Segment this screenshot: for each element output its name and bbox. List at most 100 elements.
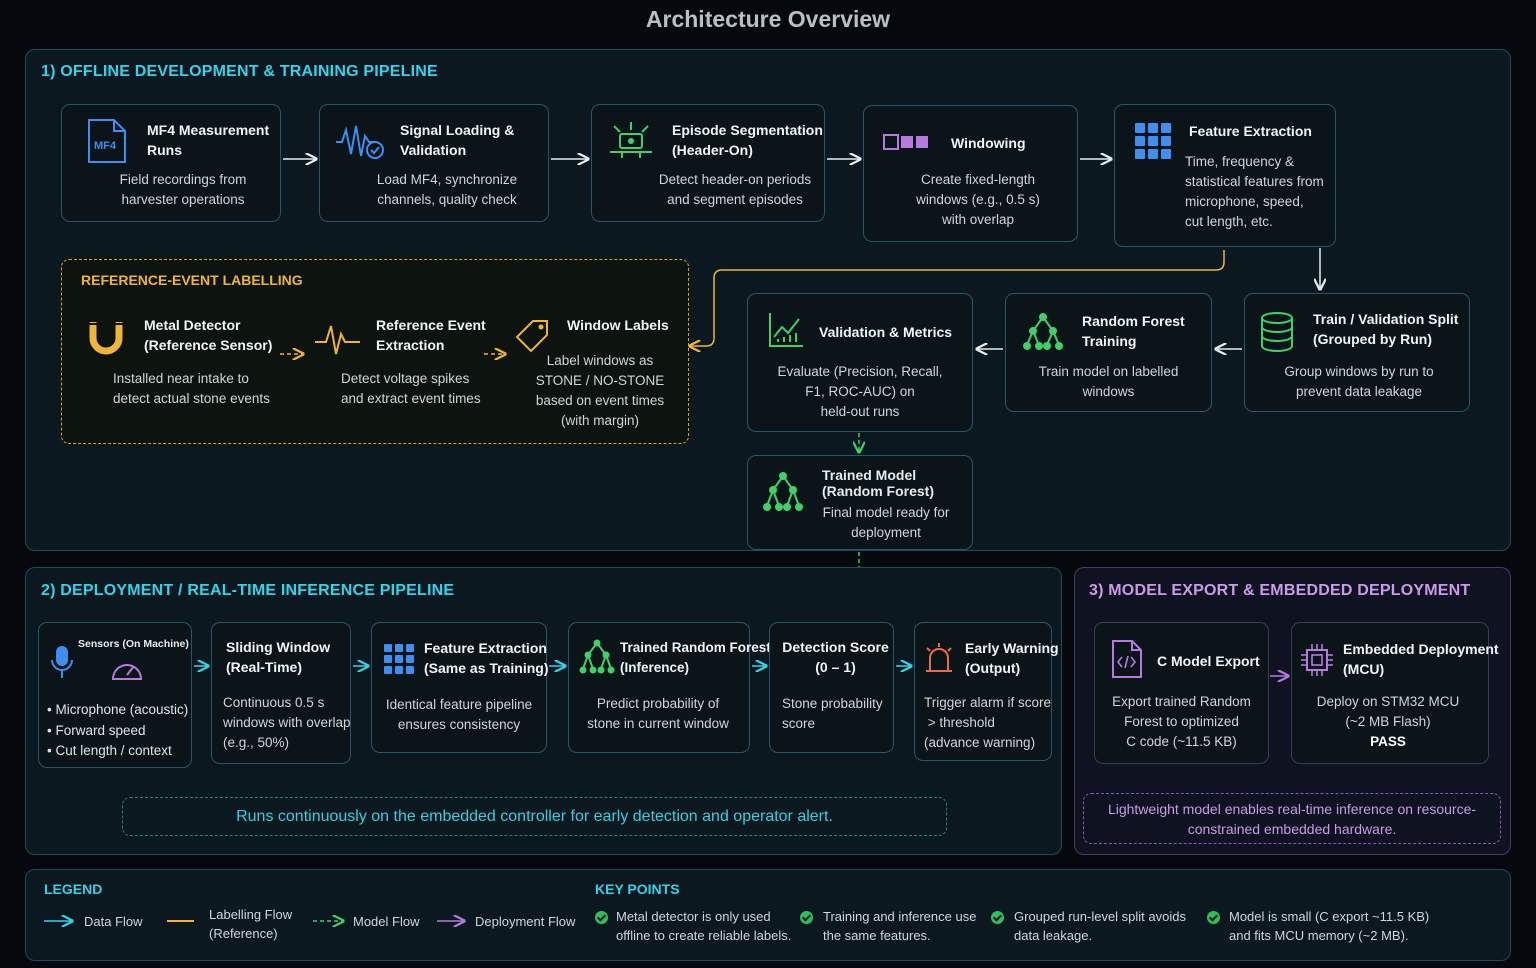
- pass-label: PASS: [1370, 734, 1406, 749]
- grid-icon: [1135, 123, 1171, 159]
- waveform-check-icon: [336, 125, 384, 159]
- feature-title: Feature Extraction: [1189, 123, 1312, 139]
- tree-icon-3: [579, 639, 615, 674]
- mf4-title-line2: Runs: [147, 142, 182, 158]
- rt-feature-box: [371, 622, 547, 753]
- rf-training-box: [1005, 293, 1212, 412]
- signal-loading-box: [319, 104, 549, 222]
- mf4-title-line1: MF4 Measurement: [147, 122, 270, 138]
- speedometer-icon: [111, 664, 143, 680]
- reference-labelling-group: [61, 259, 689, 444]
- embedded-note: Lightweight model enables real-time infe…: [1083, 793, 1501, 844]
- legend-model-flow: Model Flow: [353, 914, 420, 929]
- code-file-icon: [1112, 640, 1142, 678]
- split-title: Train / Validation Split(Grouped by Run): [1313, 311, 1459, 347]
- sensors-list: • Microphone (acoustic)• Forward speed• …: [47, 702, 189, 758]
- database-icon: [1261, 312, 1293, 352]
- svg-text:MF4: MF4: [94, 140, 117, 152]
- alarm-icon: [926, 643, 952, 672]
- tag-icon: [515, 320, 548, 353]
- diagram-title: Architecture Overview: [645, 6, 891, 32]
- mf4-file-icon: MF4: [88, 119, 126, 163]
- sliding-window-box: [211, 622, 351, 764]
- legend-title: LEGEND: [44, 881, 103, 897]
- early-warning-box: [914, 622, 1052, 761]
- legend-panel: [25, 869, 1511, 961]
- legend-deployment-flow: Deployment Flow: [475, 914, 576, 929]
- runtime-note: Runs continuously on the embedded contro…: [122, 797, 947, 836]
- validation-metrics-box: [747, 293, 973, 432]
- harvester-icon: [610, 122, 652, 158]
- embedded-desc: Deploy on STM32 MCU(~2 MB Flash)PASS: [1316, 694, 1460, 749]
- validation-title: Validation & Metrics: [819, 324, 953, 340]
- window-blocks-icon: [883, 134, 928, 150]
- trained-model-box: [747, 455, 973, 550]
- keypoint-4: Model is small (C export ~11.5 KB)and fi…: [1229, 909, 1430, 943]
- grid-icon-2: [384, 644, 414, 674]
- validation-desc: Evaluate (Precision, Recall,F1, ROC-AUC)…: [777, 364, 943, 419]
- c-export-title: C Model Export: [1157, 653, 1260, 669]
- labelling-feedback-line: [690, 250, 1225, 346]
- episode-title: Episode Segmentation(Header-On): [672, 122, 823, 158]
- rf-inference-title: Trained Random Forest(Inference): [620, 640, 771, 675]
- embedded-deploy-box: [1291, 622, 1489, 764]
- magnet-icon: [89, 322, 123, 355]
- embedded-title: Embedded Deployment(MCU): [1343, 641, 1499, 677]
- labelling-title: REFERENCE-EVENT LABELLING: [81, 272, 303, 288]
- legend-labelling-flow: Labelling Flow(Reference): [209, 907, 293, 941]
- windowing-box: [863, 105, 1078, 242]
- warning-desc: Trigger alarm if score > threshold(advan…: [924, 695, 1052, 750]
- section-2-title: 2) DEPLOYMENT / REAL-TIME INFERENCE PIPE…: [41, 582, 455, 599]
- tree-icon-2: [763, 472, 803, 511]
- windowing-title: Windowing: [951, 135, 1026, 151]
- trained-model-title: Trained Model(Random Forest): [822, 467, 934, 499]
- metal-detector-title: Metal Detector(Reference Sensor): [144, 317, 273, 353]
- rt-feature-title: Feature Extraction(Same as Training): [424, 640, 549, 676]
- window-labels-title: Window Labels: [567, 317, 669, 333]
- microphone-icon: [51, 646, 73, 678]
- check-icon-3: [991, 911, 1004, 924]
- feature-desc: Time, frequency &statistical features fr…: [1185, 154, 1324, 229]
- check-icon-4: [1207, 911, 1220, 924]
- chip-icon: [1301, 644, 1333, 676]
- detection-score-box: [769, 622, 894, 753]
- section-3-title: 3) MODEL EXPORT & EMBEDDED DEPLOYMENT: [1089, 582, 1471, 599]
- check-icon-1: [595, 911, 608, 924]
- warning-title: Early Warning(Output): [965, 640, 1059, 676]
- section-1-title: 1) OFFLINE DEVELOPMENT & TRAINING PIPELI…: [41, 63, 438, 80]
- chart-icon: [769, 313, 803, 347]
- sliding-title: Sliding Window(Real-Time): [226, 639, 331, 675]
- check-icon-2: [800, 911, 813, 924]
- keypoints-title: KEY POINTS: [595, 881, 680, 897]
- legend-data-flow: Data Flow: [84, 914, 143, 929]
- signal-title: Signal Loading &Validation: [400, 122, 515, 158]
- score-title: Detection Score(0 – 1): [782, 639, 889, 675]
- sensors-title: Sensors (On Machine): [78, 638, 189, 650]
- tree-icon: [1023, 313, 1063, 350]
- voltage-spike-icon: [315, 325, 360, 355]
